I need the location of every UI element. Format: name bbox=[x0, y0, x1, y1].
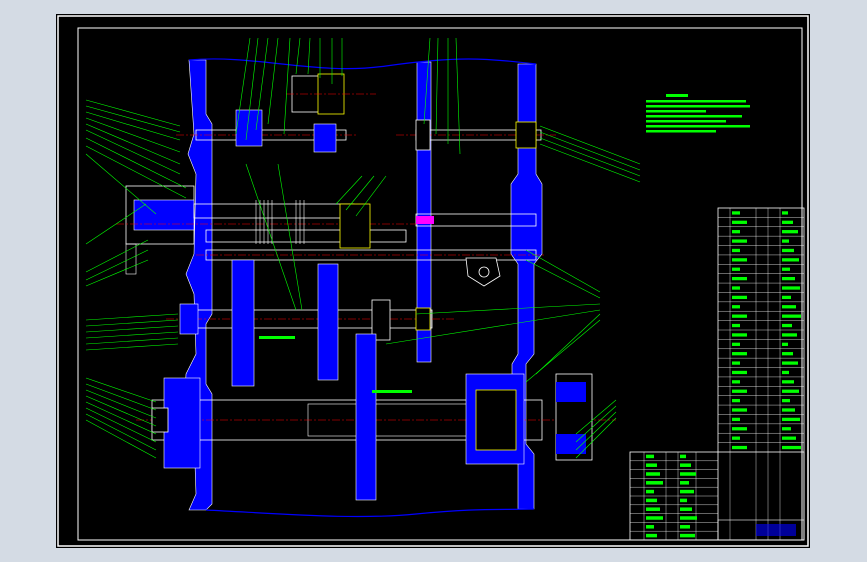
title-row-text bbox=[680, 454, 686, 459]
parts-row-text bbox=[782, 248, 794, 253]
title-row-text bbox=[680, 498, 687, 503]
title-row-text bbox=[680, 516, 697, 520]
technical-notes bbox=[646, 94, 750, 133]
parts-row-text bbox=[782, 211, 788, 215]
parts-row-text bbox=[782, 239, 789, 243]
parts-row-text bbox=[732, 230, 740, 234]
title-row-text bbox=[680, 533, 695, 538]
parts-row-text bbox=[782, 380, 794, 384]
parts-row-text bbox=[732, 239, 747, 243]
parts-row-text bbox=[782, 314, 801, 318]
leader-lines-left bbox=[85, 99, 187, 459]
parts-row-text bbox=[782, 342, 788, 346]
parts-row-text bbox=[732, 314, 747, 318]
parts-row-text bbox=[782, 220, 793, 224]
inner-frame bbox=[77, 27, 803, 541]
dimension-notes bbox=[259, 336, 412, 393]
parts-row-text bbox=[782, 352, 793, 356]
title-row-text bbox=[646, 533, 657, 538]
parts-row-text bbox=[732, 408, 747, 412]
title-row-text bbox=[646, 454, 654, 459]
parts-row-text bbox=[732, 276, 747, 281]
parts-row-text bbox=[732, 258, 747, 262]
parts-row-text bbox=[782, 370, 789, 375]
parts-row-text bbox=[732, 380, 740, 384]
parts-row-text bbox=[732, 211, 740, 215]
parts-row-text bbox=[782, 427, 791, 431]
title-row-text bbox=[680, 489, 694, 494]
title-row-text bbox=[646, 463, 657, 467]
parts-row-text bbox=[782, 436, 796, 440]
parts-row-text bbox=[782, 267, 790, 271]
title-row-text bbox=[646, 516, 663, 520]
title-row-text bbox=[646, 472, 660, 476]
parts-row-text bbox=[782, 230, 798, 234]
parts-row-text bbox=[732, 286, 740, 290]
main-shaft bbox=[136, 333, 616, 501]
parts-row-text bbox=[732, 248, 740, 253]
parts-row-text bbox=[782, 408, 795, 412]
parts-row-text bbox=[782, 398, 790, 403]
housing-top-edge bbox=[188, 58, 537, 70]
parts-row-text bbox=[782, 276, 795, 281]
title-block bbox=[629, 451, 805, 541]
parts-row-text bbox=[732, 370, 747, 375]
parts-row-text bbox=[732, 305, 740, 309]
parts-row-text bbox=[732, 323, 740, 328]
assembly-drawing bbox=[57, 15, 809, 547]
parts-row-text bbox=[782, 295, 791, 300]
parts-row-text bbox=[732, 342, 740, 346]
leader-lines-right bbox=[245, 125, 641, 459]
parts-row-text bbox=[782, 286, 800, 290]
parts-row-text bbox=[732, 389, 747, 393]
parts-row-text bbox=[782, 361, 798, 365]
title-row-text bbox=[646, 507, 660, 511]
title-row-text bbox=[680, 507, 692, 511]
parts-row-text bbox=[732, 267, 740, 271]
parts-row-text bbox=[782, 445, 801, 450]
title-row-text bbox=[680, 472, 696, 476]
shaft-2 bbox=[396, 119, 556, 227]
title-row-text bbox=[680, 481, 689, 485]
shaft-3 bbox=[196, 249, 546, 287]
parts-row-text bbox=[782, 258, 799, 262]
shaft-4 bbox=[166, 259, 456, 387]
housing-bottom-edge bbox=[205, 508, 535, 518]
parts-row-text bbox=[782, 333, 797, 337]
title-row-text bbox=[680, 463, 691, 467]
parts-row-text bbox=[732, 333, 747, 337]
parts-row-text bbox=[732, 352, 747, 356]
parts-row-text bbox=[732, 295, 747, 300]
title-row-text bbox=[680, 525, 690, 529]
title-row-text bbox=[646, 489, 654, 494]
parts-row-text bbox=[732, 220, 747, 224]
parts-row-text bbox=[732, 361, 740, 365]
parts-row-text bbox=[732, 445, 747, 450]
parts-row-text bbox=[782, 417, 800, 422]
parts-row-text bbox=[732, 417, 740, 422]
outer-frame bbox=[57, 15, 809, 547]
parts-row-text bbox=[782, 389, 799, 393]
title-row-text bbox=[646, 481, 663, 485]
title-row-text bbox=[646, 525, 654, 529]
drawing-canvas[interactable] bbox=[56, 14, 810, 548]
clutch-assembly bbox=[116, 185, 416, 275]
leader-lines-top bbox=[235, 37, 461, 155]
parts-row-text bbox=[732, 436, 740, 440]
parts-row-text bbox=[732, 427, 747, 431]
parts-row-text bbox=[732, 398, 740, 403]
parts-row-text bbox=[782, 323, 792, 328]
parts-list bbox=[717, 207, 805, 541]
parts-row-text bbox=[782, 305, 796, 309]
title-row-text bbox=[646, 498, 657, 503]
